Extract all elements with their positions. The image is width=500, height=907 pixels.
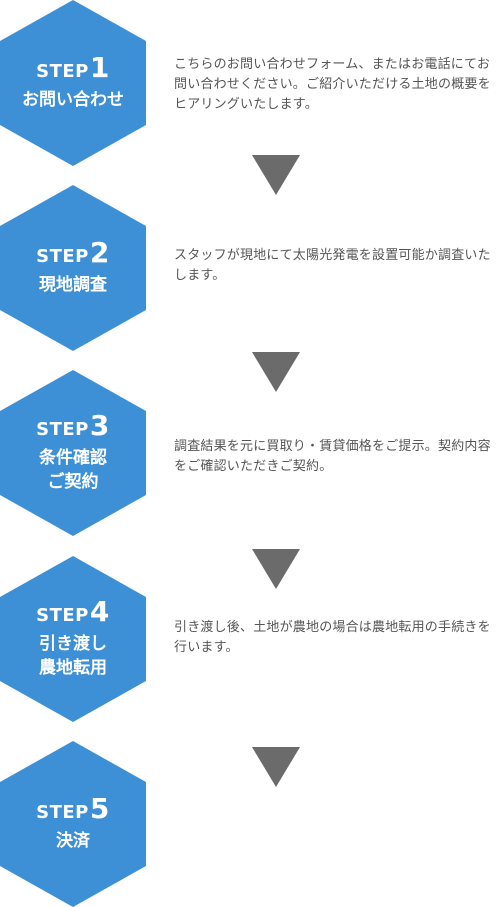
step-5-hexagon: STEP5 決済 <box>0 741 146 907</box>
step-number: 5 <box>89 792 110 825</box>
step-2-hexagon: STEP2 現地調査 <box>0 185 146 351</box>
step-label: STEP <box>36 802 89 823</box>
down-arrow-icon <box>252 549 300 589</box>
down-arrow-icon <box>252 352 300 392</box>
step-number: 2 <box>89 236 110 269</box>
step-label: STEP <box>36 419 89 440</box>
step-1-hexagon: STEP1 お問い合わせ <box>0 0 146 166</box>
step-title: お問い合わせ <box>22 90 124 110</box>
step-2-description: スタッフが現地にて太陽光発電を設置可能か調査いたします。 <box>174 248 491 283</box>
step-4-description: 引き渡し後、土地が農地の場合は農地転用の手続きを行います。 <box>174 620 491 655</box>
hexagon-shape <box>0 741 146 907</box>
hexagon-shape <box>0 0 146 166</box>
step-label: STEP <box>36 61 89 82</box>
step-title-line: 引き渡し <box>39 634 107 654</box>
hexagon-shape <box>0 370 146 536</box>
step-1-description: こちらのお問い合わせフォーム、またはお電話にてお問い合わせください。ご紹介いただ… <box>174 57 491 112</box>
hexagon-shape <box>0 556 146 722</box>
step-label: STEP <box>36 246 89 267</box>
step-number: 3 <box>89 409 110 442</box>
step-4-hexagon: STEP4 引き渡し 農地転用 <box>0 556 146 722</box>
step-title-line: ご契約 <box>47 472 99 492</box>
step-number: 1 <box>89 51 110 84</box>
hexagon-shape <box>0 185 146 351</box>
step-title-line: 農地転用 <box>39 658 107 678</box>
step-label: STEP <box>36 605 89 626</box>
down-arrow-icon <box>252 747 300 787</box>
step-title: 現地調査 <box>39 275 107 295</box>
step-3-hexagon: STEP3 条件確認 ご契約 <box>0 370 146 536</box>
step-title: 決済 <box>56 831 90 851</box>
step-3-description: 調査結果を元に買取り・賃貸価格をご提示。契約内容をご確認いただきご契約。 <box>174 439 491 474</box>
down-arrow-icon <box>252 155 300 195</box>
step-title-line: 条件確認 <box>39 448 107 468</box>
step-number: 4 <box>89 595 110 628</box>
